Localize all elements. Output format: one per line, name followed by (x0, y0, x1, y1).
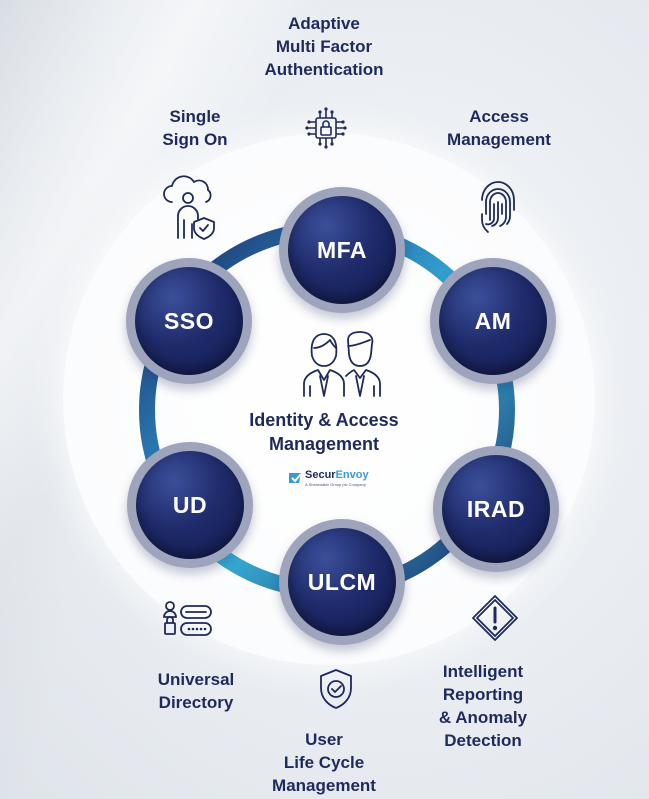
label-ulcm: User Life Cycle Management (272, 730, 376, 795)
node-irad-label: IRAD (442, 455, 550, 563)
logo-text: SecurEnvoy (305, 469, 369, 481)
node-am[interactable]: AM (430, 258, 556, 384)
node-ulcm-label: ULCM (288, 528, 396, 636)
label-sso: Single Sign On (162, 107, 228, 149)
center-title: Identity & Access Management (249, 410, 399, 454)
logo-subtitle: A Shearwater Group plc Company (305, 482, 366, 487)
node-sso-label: SSO (135, 267, 243, 375)
node-ud[interactable]: UD (127, 442, 253, 568)
securenvoy-check-icon (289, 473, 302, 483)
node-am-label: AM (439, 267, 547, 375)
node-irad[interactable]: IRAD (433, 446, 559, 572)
warning-diamond-icon (472, 595, 518, 641)
label-mfa: Adaptive Multi Factor Authentication (264, 14, 384, 79)
cloud-user-shield-icon (163, 175, 215, 240)
shield-check-icon (320, 669, 352, 709)
securenvoy-logo: SecurEnvoy A Shearwater Group plc Compan… (287, 466, 399, 492)
node-ud-label: UD (136, 451, 244, 559)
node-mfa[interactable]: MFA (279, 187, 405, 313)
fingerprint-icon (481, 181, 515, 233)
chip-lock-icon (305, 107, 347, 149)
people-icon (303, 331, 381, 397)
user-directory-icon (163, 601, 212, 636)
label-irad: Intelligent Reporting & Anomaly Detectio… (438, 662, 528, 750)
label-ud: Universal Directory (157, 670, 235, 712)
node-sso[interactable]: SSO (126, 258, 252, 384)
label-am: Access Management (447, 107, 551, 149)
node-mfa-label: MFA (288, 196, 396, 304)
node-ulcm[interactable]: ULCM (279, 519, 405, 645)
